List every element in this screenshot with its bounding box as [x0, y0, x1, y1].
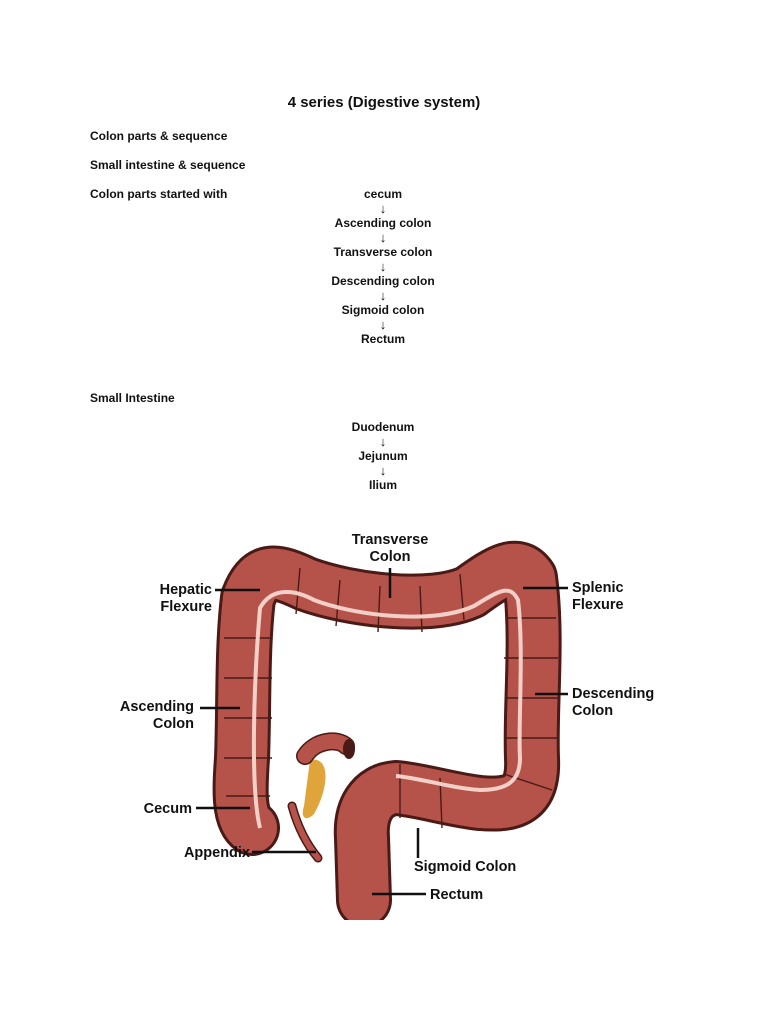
- small-intestine-flow: Duodenum ↓ Jejunum ↓ Ilium: [293, 421, 473, 491]
- flow-step: Ilium: [368, 478, 397, 492]
- down-arrow-icon: ↓: [379, 434, 387, 449]
- splenic-label-2: Flexure: [572, 597, 624, 613]
- ileum-end: [343, 739, 355, 759]
- flow-step: Ascending colon: [334, 216, 432, 230]
- flow-step: Jejunum: [358, 449, 408, 463]
- page-title: 4 series (Digestive system): [287, 94, 481, 111]
- colon-fill: [215, 543, 559, 920]
- ascending-label: Ascending: [120, 699, 194, 715]
- mesentery-fat: [302, 759, 326, 819]
- flow-step: Sigmoid colon: [341, 303, 425, 317]
- colon-sequence-flow: cecum ↓ Ascending colon ↓ Transverse col…: [293, 188, 473, 345]
- small-intestine-heading: Small Intestine: [90, 391, 175, 405]
- ileum-fill: [297, 733, 354, 764]
- down-arrow-icon: ↓: [379, 259, 387, 274]
- sigmoid-label: Sigmoid Colon: [414, 859, 516, 875]
- transverse-label: Transverse: [352, 532, 429, 548]
- flow-step: cecum: [363, 187, 403, 201]
- flow-step: Transverse colon: [333, 245, 433, 259]
- down-arrow-icon: ↓: [379, 230, 387, 245]
- splenic-label: Splenic: [572, 580, 624, 596]
- ascending-label-2: Colon: [153, 716, 194, 732]
- cecum-label: Cecum: [144, 801, 192, 817]
- flow-step: Descending colon: [331, 274, 435, 288]
- small-intestine-line: Small intestine & sequence: [90, 158, 246, 172]
- down-arrow-icon: ↓: [379, 317, 387, 332]
- down-arrow-icon: ↓: [379, 463, 387, 478]
- mucosa-line: [251, 588, 523, 829]
- down-arrow-icon: ↓: [379, 201, 387, 216]
- hepatic-label-2: Flexure: [160, 599, 212, 615]
- descending-label-2: Colon: [572, 703, 613, 719]
- appendix-fill: [289, 803, 321, 861]
- flow-step: Rectum: [360, 332, 405, 346]
- hepatic-label: Hepatic: [160, 582, 212, 598]
- transverse-label-2: Colon: [369, 549, 410, 565]
- haustra-lines: [224, 567, 558, 829]
- colon-illustration: Transverse Colon Hepatic Flexure Splenic…: [120, 532, 654, 920]
- descending-label: Descending: [572, 686, 654, 702]
- appendix-label: Appendix: [184, 845, 250, 861]
- colon-parts-line: Colon parts & sequence: [90, 129, 228, 143]
- flow-step: Duodenum: [351, 420, 415, 434]
- rectum-label: Rectum: [430, 887, 483, 903]
- colon-start-line: Colon parts started with: [90, 187, 228, 201]
- colon-diagram: Transverse Colon Hepatic Flexure Splenic…: [100, 528, 680, 920]
- down-arrow-icon: ↓: [379, 288, 387, 303]
